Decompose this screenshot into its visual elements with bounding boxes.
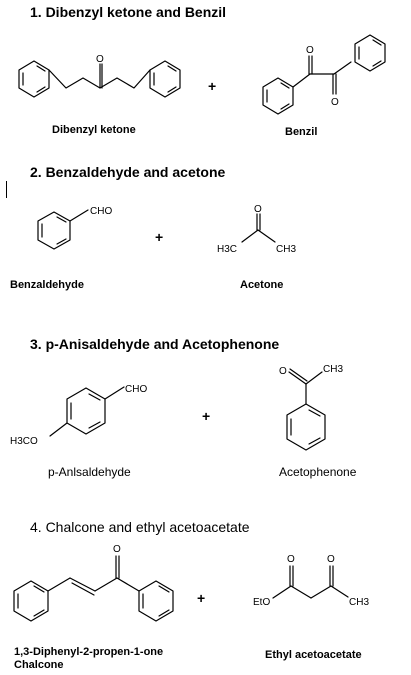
- dibenzyl-ketone-label: Dibenzyl ketone: [52, 124, 136, 136]
- p-anisaldehyde-methoxy: H3CO: [10, 436, 38, 447]
- ethyl-acetoacetate-oxygen-ketone: O: [327, 554, 335, 565]
- dibenzyl-ketone-structure: O: [18, 54, 181, 98]
- benzil-label: Benzil: [285, 126, 318, 138]
- section-2-heading: 2. Benzaldehyde and acetone: [30, 164, 226, 180]
- section-1-plus: +: [208, 78, 217, 94]
- ethyl-acetoacetate-label: Ethyl acetoacetate: [265, 649, 362, 661]
- benzaldehyde-label: Benzaldehyde: [10, 279, 84, 291]
- benzil-oxygen-bottom: O: [331, 97, 339, 108]
- p-anisaldehyde-structure: CHO H3CO: [10, 384, 147, 447]
- section-3-plus: +: [202, 408, 211, 424]
- benzaldehyde-cho: CHO: [90, 206, 112, 217]
- chalcone-oxygen: O: [113, 544, 121, 555]
- p-anisaldehyde-cho: CHO: [125, 384, 147, 395]
- ethyl-acetoacetate-ethoxy: EtO: [253, 597, 270, 608]
- ethyl-acetoacetate-oxygen-ester: O: [287, 554, 295, 565]
- chalcone-systematic-label: 1,3-Diphenyl-2-propen-1-one: [14, 646, 164, 658]
- acetone-methyl-right: CH3: [276, 244, 296, 255]
- ethyl-acetoacetate-methyl: CH3: [349, 597, 369, 608]
- text-cursor: [6, 181, 7, 198]
- section-4-plus: +: [197, 590, 206, 606]
- acetone-oxygen: O: [254, 204, 262, 215]
- ethyl-acetoacetate-structure: EtO O O CH3: [253, 554, 369, 608]
- acetone-methyl-left: H3C: [217, 244, 237, 255]
- chalcone-structure: O: [13, 544, 174, 622]
- acetophenone-oxygen: O: [279, 366, 287, 377]
- benzaldehyde-structure: CHO: [37, 206, 112, 250]
- section-1-heading: 1. Dibenzyl ketone and Benzil: [30, 4, 227, 20]
- acetophenone-label: Acetophenone: [279, 465, 357, 479]
- acetophenone-structure: O CH3: [279, 364, 343, 451]
- acetophenone-methyl: CH3: [323, 364, 343, 375]
- chalcone-label: Chalcone: [14, 659, 64, 671]
- section-2-plus: +: [155, 229, 164, 245]
- acetone-label: Acetone: [240, 279, 284, 291]
- section-4-heading: 4. Chalcone and ethyl acetoacetate: [30, 519, 250, 535]
- p-anisaldehyde-label: p-Anlsaldehyde: [48, 465, 131, 479]
- benzil-oxygen-top: O: [306, 45, 314, 56]
- benzil-structure: O O: [262, 34, 386, 115]
- section-3-heading: 3. p-Anisaldehyde and Acetophenone: [30, 336, 280, 352]
- acetone-structure: O H3C CH3: [217, 204, 296, 255]
- dibenzyl-ketone-oxygen: O: [96, 54, 104, 65]
